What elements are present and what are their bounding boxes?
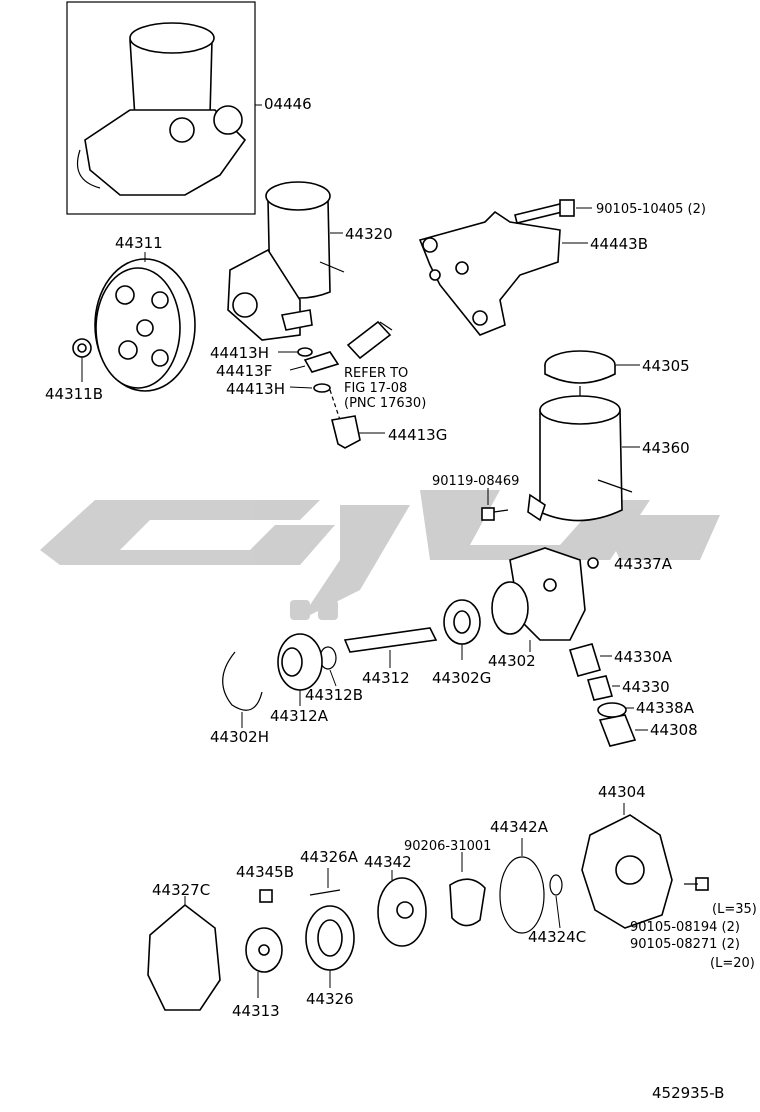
label-refer-line1: REFER TO xyxy=(344,366,408,381)
union-44413-parts xyxy=(278,347,385,449)
label-44320: 44320 xyxy=(345,225,393,243)
bearing-44312A xyxy=(277,633,323,706)
label-44413H-a: 44413H xyxy=(210,344,269,362)
label-refer-line3: (PNC 17630) xyxy=(344,396,426,411)
label-refer-line2: FIG 17-08 xyxy=(344,381,407,396)
label-44312: 44312 xyxy=(362,669,410,687)
label-90105-10405: 90105-10405 (2) xyxy=(596,202,706,217)
label-90119-08469: 90119-08469 xyxy=(432,474,519,489)
bolts-90105-08xxx xyxy=(684,877,709,891)
label-44360: 44360 xyxy=(642,439,690,457)
bolt-90119-08469 xyxy=(481,488,509,521)
label-44326A: 44326A xyxy=(300,848,359,866)
label-90206-31001: 90206-31001 xyxy=(404,839,491,854)
label-44302H: 44302H xyxy=(210,728,269,746)
label-L20: (L=20) xyxy=(710,956,755,971)
gasket-44342A xyxy=(499,838,545,934)
label-44413H-b: 44413H xyxy=(226,380,285,398)
label-44311: 44311 xyxy=(115,234,163,252)
label-44311B: 44311B xyxy=(45,385,103,403)
nut-44311B xyxy=(72,338,92,382)
label-44413F: 44413F xyxy=(216,362,272,380)
label-44413G: 44413G xyxy=(388,426,447,444)
label-44342A: 44342A xyxy=(490,818,549,836)
label-44345B: 44345B xyxy=(236,863,294,881)
label-44302: 44302 xyxy=(488,652,536,670)
label-44330: 44330 xyxy=(622,678,670,696)
o-ring-44337A xyxy=(587,557,599,569)
label-44326: 44326 xyxy=(306,990,354,1008)
label-44342: 44342 xyxy=(364,853,412,871)
bolt-90105-10405 xyxy=(514,199,592,224)
pin-44326A xyxy=(309,868,341,896)
kit-box-04446 xyxy=(66,1,262,215)
valve-parts-4433x xyxy=(568,643,648,747)
bearing-44302G xyxy=(443,599,481,660)
label-04446: 04446 xyxy=(264,95,312,113)
reservoir-44360 xyxy=(527,395,640,522)
label-44312B: 44312B xyxy=(305,686,363,704)
label-44324C: 44324C xyxy=(528,928,586,946)
label-44302G: 44302G xyxy=(432,669,491,687)
label-44337A: 44337A xyxy=(614,555,673,573)
vane-44345B xyxy=(259,889,273,903)
label-90105-08271: 90105-08271 (2) xyxy=(630,937,740,952)
seal-90206-31001 xyxy=(449,852,486,927)
label-44308: 44308 xyxy=(650,721,698,739)
label-44312A: 44312A xyxy=(270,707,329,725)
labels: 04446 90105-10405 (2) 44311 44320 44443B… xyxy=(45,95,757,1102)
plate-44342 xyxy=(377,870,427,947)
label-90105-08194: 90105-08194 (2) xyxy=(630,920,740,935)
bracket-44443B xyxy=(418,210,588,336)
label-44313: 44313 xyxy=(232,1002,280,1020)
gasket-44327C xyxy=(147,896,221,1011)
watermark-logo xyxy=(40,490,720,620)
cam-ring-44326 xyxy=(305,905,355,988)
shaft-44312 xyxy=(343,627,438,668)
pump-housing-44302 xyxy=(491,547,586,652)
diagram-code: 452935-B xyxy=(652,1084,724,1102)
label-44330A: 44330A xyxy=(614,648,673,666)
rotor-44313 xyxy=(245,927,283,998)
label-44304: 44304 xyxy=(598,783,646,801)
label-44327C: 44327C xyxy=(152,881,210,899)
o-ring-44324C xyxy=(549,874,563,929)
reservoir-cap-44305 xyxy=(544,350,640,410)
snap-ring-44302H xyxy=(222,651,263,728)
pulley-44311 xyxy=(94,252,196,392)
label-44305: 44305 xyxy=(642,357,690,375)
cover-44304 xyxy=(581,803,673,929)
pump-44320 xyxy=(227,181,345,341)
pressure-switch xyxy=(346,320,393,360)
label-44338A: 44338A xyxy=(636,699,695,717)
label-L35: (L=35) xyxy=(712,902,757,917)
kit-box-frame xyxy=(66,1,256,215)
label-44443B: 44443B xyxy=(590,235,648,253)
